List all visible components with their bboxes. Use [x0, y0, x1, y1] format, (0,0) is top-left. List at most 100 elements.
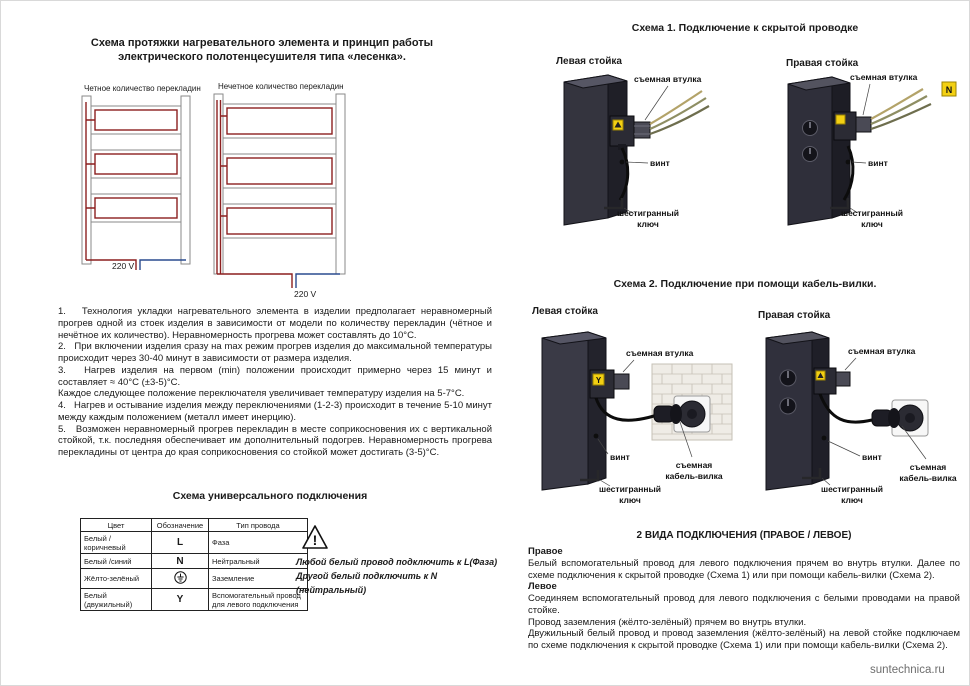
neutral-wire — [139, 259, 186, 270]
cell-color: Белый (двужильный) — [80, 588, 152, 611]
cable-plug-label-line2: кабель-вилка — [665, 471, 723, 481]
even-diagram-label: Четное количество перекладин — [84, 84, 201, 93]
ladder-even-diagram — [81, 95, 191, 270]
scheme1-title: Схема 1. Подключение к скрытой проводке — [631, 22, 859, 34]
control-knobs — [779, 369, 797, 415]
left-connection-text-1: Соединяем вспомогательный провод для лев… — [528, 593, 960, 616]
cell-color: Жёлто-зелёный — [80, 568, 152, 589]
left-connection-label: Левое — [528, 581, 557, 593]
screw-icon — [619, 159, 625, 165]
bushing-label: съемная втулка — [848, 346, 916, 356]
hex-key-icon — [802, 468, 822, 480]
cable-plug-label-line2: кабель-вилка — [899, 473, 957, 483]
cable — [818, 393, 873, 424]
y-wire-tag: Y — [596, 376, 602, 385]
post — [563, 74, 628, 226]
cell-type: Нейтральный — [208, 553, 308, 569]
cable-plug-icon — [653, 404, 682, 424]
scheme1-left-post-label: Левая стойка — [556, 56, 622, 67]
cell-type: Фаза — [208, 531, 308, 554]
scheme2-right-post-label: Правая стойка — [758, 310, 831, 321]
scheme2-right-post-illustration: съемная втулка винт съемная кабель-вилка… — [765, 331, 957, 505]
description-paragraphs: 1. Технология укладки нагревательного эл… — [58, 306, 492, 459]
ladder-frame — [81, 95, 191, 265]
hex-key-icon — [580, 470, 600, 482]
svg-text:!: ! — [313, 532, 318, 548]
neutral-wire — [295, 273, 340, 288]
post — [765, 331, 830, 491]
control-knobs — [802, 120, 818, 162]
hex-key-label-line2: ключ — [841, 495, 863, 505]
paragraph-3b: Каждое следующее положение переключателя… — [58, 388, 465, 400]
warning-line-1: Любой белый провод подключить к L(Фаза) — [296, 557, 498, 567]
hex-key-icon — [830, 198, 850, 210]
cable-plug-icon — [871, 408, 900, 428]
scheme1-left-post-illustration: съемная втулка винт шестигранный ключ — [563, 74, 710, 229]
watermark: suntechnica.ru — [870, 664, 945, 676]
svg-text:N: N — [946, 85, 953, 95]
cable — [594, 397, 655, 422]
connector-box — [813, 367, 837, 395]
voltage-label-odd: 220 V — [294, 289, 317, 299]
removable-bushing-icon — [613, 373, 630, 390]
cable — [618, 144, 630, 201]
paragraph-4: 4. Нагрев и остывание изделия между пере… — [58, 400, 492, 423]
cell-color: Белый /синий — [80, 553, 152, 569]
cable — [842, 145, 855, 201]
table-row: Белый (двужильный) Y Вспомогательный про… — [80, 588, 308, 611]
right-connection-text: Белый вспомогательный провод для левого … — [528, 557, 960, 581]
hex-key-label-line2: ключ — [861, 219, 883, 229]
screw-icon — [593, 433, 599, 439]
bushing-label: съемная втулка — [850, 72, 918, 82]
paragraph-1: 1. Технология укладки нагревательного эл… — [58, 306, 492, 341]
cell-mark: N — [151, 553, 209, 569]
earth-ground-icon — [173, 570, 187, 584]
hex-key-label-line2: ключ — [619, 495, 641, 505]
universal-connection-heading: Схема универсального подключения — [172, 490, 368, 502]
screw-label: винт — [868, 158, 888, 168]
wall-socket — [673, 395, 711, 433]
wires — [649, 90, 710, 136]
scheme1-right-post-label: Правая стойка — [786, 58, 859, 69]
cell-mark: L — [151, 531, 209, 554]
hex-key-label-line1: шестигранный — [821, 484, 883, 494]
connection-types-text: Правое Белый вспомогательный провод для … — [528, 546, 960, 652]
paragraph-3: 3. Нагрев изделия на первом (min) положе… — [58, 364, 492, 388]
col-header-type: Тип провода — [208, 518, 308, 532]
warning-text: Любой белый провод подключить к L(Фаза) … — [296, 556, 498, 598]
table-row: Белый /коричневый L Фаза — [80, 531, 308, 554]
ladder-odd-diagram — [213, 93, 346, 288]
post — [787, 76, 851, 226]
wall-socket — [891, 399, 929, 437]
hex-key-label-line2: ключ — [637, 219, 659, 229]
scheme1-right-post-illustration: N съемная втулка винт шестигранный ключ — [787, 72, 957, 229]
removable-bushing-icon — [855, 116, 872, 133]
paragraph-5: 5. Возможен неравномерный прогрев перекл… — [58, 423, 492, 459]
connection-types-heading: 2 ВИДА ПОДКЛЮЧЕНИЯ (ПРАВОЕ / ЛЕВОЕ) — [636, 530, 852, 541]
wires — [870, 88, 932, 131]
left-connection-text-2: Провод заземления (жёлто-зелёный) прячем… — [528, 616, 807, 628]
connector-box — [833, 111, 857, 141]
table-header-row: Цвет Обозначение Тип провода — [80, 518, 308, 532]
cable-plug-label-line1: съемная — [910, 462, 947, 472]
left-connection-text-3: Двужильный белый провод и провод заземле… — [528, 628, 960, 652]
screw-label: винт — [650, 158, 670, 168]
post — [541, 331, 607, 491]
page-title: Схема протяжки нагревательного элемента … — [90, 37, 434, 64]
cell-mark: Y — [151, 588, 209, 611]
paragraph-2: 2. При включении изделия сразу на max ре… — [58, 341, 492, 365]
removable-bushing-icon — [633, 121, 651, 139]
scheme2-left-post-label: Левая стойка — [532, 306, 598, 317]
cell-type: Вспомогательный провод для левого подклю… — [208, 588, 308, 611]
hex-key-label-line1: шестигранный — [617, 208, 679, 218]
wire-table: Цвет Обозначение Тип провода Белый /кори… — [80, 518, 308, 611]
connector-box: Y — [589, 369, 615, 399]
col-header-color: Цвет — [80, 518, 152, 532]
bushing-label: съемная втулка — [626, 348, 694, 358]
connector-box — [609, 115, 635, 147]
screw-label: винт — [862, 452, 882, 462]
cell-color: Белый /коричневый — [80, 531, 152, 554]
table-row: Белый /синий N Нейтральный — [80, 553, 308, 569]
screw-label: винт — [610, 452, 630, 462]
